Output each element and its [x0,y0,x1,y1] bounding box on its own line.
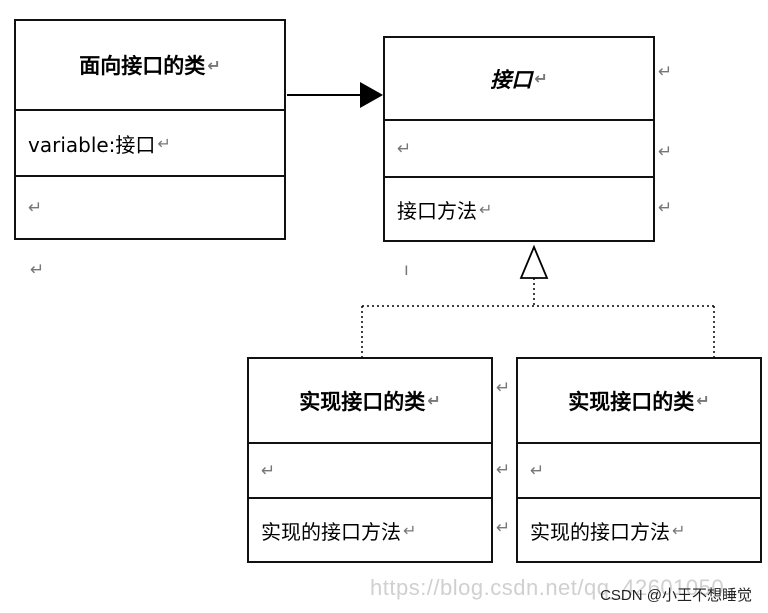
return-mark-icon: ↵ [672,520,686,540]
return-mark-icon: ↵ [658,62,673,82]
method-text: 实现的接口方法 [261,519,401,544]
return-mark-icon: ↵ [658,198,673,218]
return-mark-icon: ↵ [479,199,493,219]
footer-credit: CSDN @小王不想睡觉 [600,587,752,604]
return-mark-icon: ↵ [496,460,511,480]
realization-triangle [519,244,549,279]
class-title: 面向接口的类↵ [16,21,284,111]
return-mark-icon: ↵ [496,378,511,398]
interface-box: 接口↵ ↵ 接口方法↵ [383,36,655,242]
interface-title-text: 接口 [490,67,533,92]
impl-method: 实现的接口方法↵ [518,499,760,561]
impl-attribute: ↵ [249,444,491,499]
method-text: 接口方法 [397,198,477,223]
return-mark-icon: ↵ [534,69,548,88]
impl-title: 实现接口的类↵ [249,359,491,444]
return-mark-icon: ↵ [496,518,511,538]
return-mark-icon: ↵ [403,520,417,540]
return-mark-icon: ↵ [696,391,710,410]
return-mark-icon: ↵ [28,197,43,218]
class-box-interface-user: 面向接口的类↵ variable:接口↵ ↵ [14,19,286,240]
return-mark-icon: ↵ [530,460,545,481]
impl-title-text: 实现接口的类 [299,389,426,414]
impl-method: 实现的接口方法↵ [249,499,491,561]
class-method: ↵ [16,177,284,238]
return-mark-icon: ↵ [658,142,673,162]
watermark: https://blog.csdn.net/qq_42601050 [370,575,725,600]
return-mark-icon: ↵ [207,55,221,75]
return-mark-icon: ↵ [427,391,441,410]
attribute-text: variable:接口 [28,132,156,157]
interface-method: 接口方法↵ [385,178,653,240]
impl-attribute: ↵ [518,444,760,499]
impl-title-text: 实现接口的类 [568,389,695,414]
class-attribute: variable:接口↵ [16,111,284,177]
association-arrowhead [360,82,383,108]
return-mark-icon: ↵ [397,138,412,159]
impl-class-box-right: 实现接口的类↵ ↵ 实现的接口方法↵ [516,357,762,563]
pipe-mark-icon: ı [404,260,409,280]
impl-title: 实现接口的类↵ [518,359,760,444]
method-text: 实现的接口方法 [530,519,670,544]
return-mark-icon: ↵ [30,260,45,280]
interface-attribute: ↵ [385,121,653,178]
class-title-text: 面向接口的类 [79,54,206,78]
return-mark-icon: ↵ [157,133,171,153]
return-mark-icon: ↵ [261,460,276,481]
impl-class-box-left: 实现接口的类↵ ↵ 实现的接口方法↵ [247,357,493,563]
interface-title: 接口↵ [385,38,653,121]
